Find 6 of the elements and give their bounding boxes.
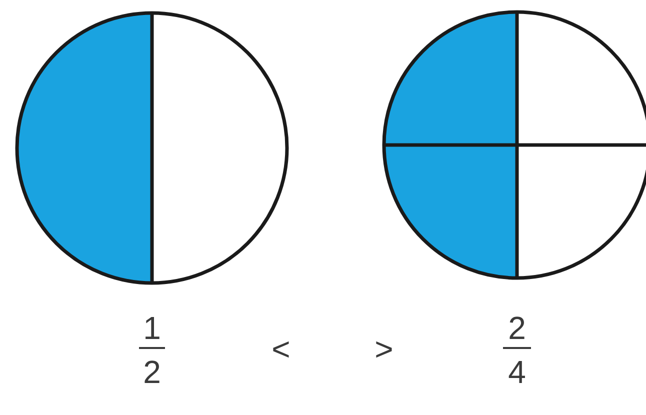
comparison-sign: > <box>374 333 394 365</box>
denominator: 2 <box>143 356 161 388</box>
comparison-sign: < <box>272 333 290 365</box>
denominator: 4 <box>508 356 526 388</box>
numerator: 2 <box>508 312 526 344</box>
numerator: 1 <box>143 312 161 344</box>
